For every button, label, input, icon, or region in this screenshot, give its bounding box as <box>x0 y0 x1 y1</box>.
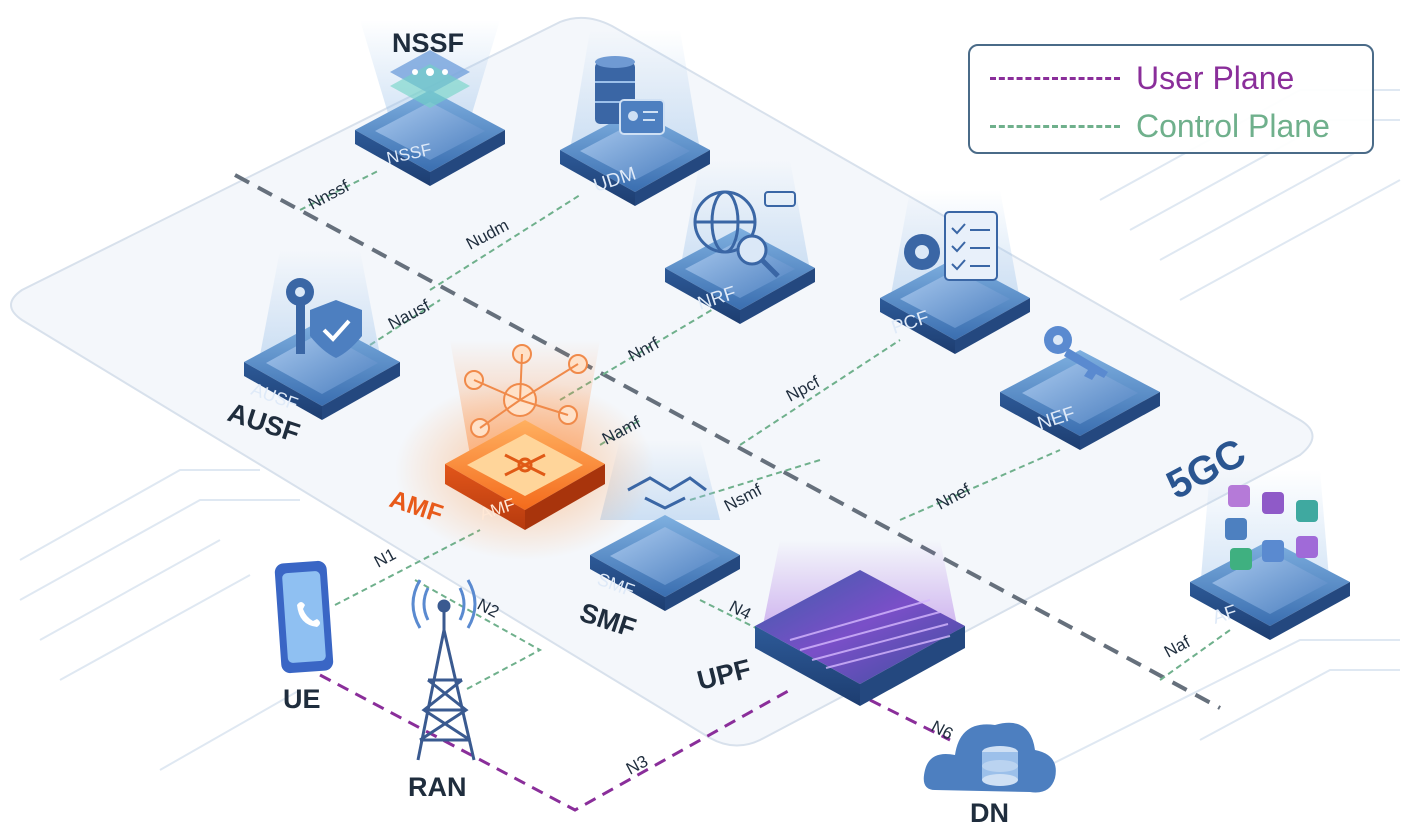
interface-n6: N6 <box>928 717 956 744</box>
control-plane-dash <box>990 124 1120 128</box>
dn-title: DN <box>970 798 1009 828</box>
legend-user-plane-label: User Plane <box>1136 59 1295 96</box>
legend-box: User Plane Control Plane <box>968 44 1374 154</box>
handshake-icon <box>627 476 707 510</box>
interface-n1: N1 <box>371 545 399 572</box>
udm-node[interactable]: UDM <box>560 56 710 206</box>
signal-waves-icon <box>411 579 477 629</box>
ausf-node[interactable]: AUSF <box>244 278 400 420</box>
ue-title: UE <box>283 684 321 714</box>
database-icon <box>982 746 1018 786</box>
ue-device[interactable] <box>274 560 334 674</box>
legend-control-plane: Control Plane <box>990 106 1330 146</box>
user-plane-dash <box>990 76 1120 80</box>
nef-node[interactable]: NEF <box>1000 326 1160 450</box>
nrf-node[interactable]: NRF <box>665 190 815 324</box>
user-network-icon <box>464 344 588 438</box>
legend-control-plane-label: Control Plane <box>1136 107 1330 144</box>
amf-hub-icon <box>504 453 546 477</box>
app-tiles-icon <box>1225 485 1318 570</box>
ran-tower[interactable] <box>411 579 477 761</box>
ran-title: RAN <box>408 772 467 802</box>
database-icon <box>595 56 665 135</box>
interface-naf: Naf <box>1161 632 1194 661</box>
nssf-title: NSSF <box>392 28 464 58</box>
globe-search-icon <box>693 190 796 278</box>
data-stream-icon <box>789 599 951 669</box>
nssf-node[interactable]: NSSF <box>355 50 505 186</box>
af-node[interactable]: AF <box>1190 485 1350 640</box>
core-boundary-line <box>234 173 1221 710</box>
upf-node[interactable] <box>755 570 965 706</box>
amf-node[interactable]: AMF <box>395 340 655 560</box>
network-slice-icon <box>390 50 470 108</box>
key-icon <box>1044 326 1108 380</box>
core-platform <box>10 16 1314 747</box>
user-plane-links <box>319 673 951 812</box>
dn-cloud[interactable] <box>923 722 1056 793</box>
legend-user-plane: User Plane <box>990 58 1294 98</box>
interface-n3: N3 <box>623 752 651 779</box>
pcf-node[interactable]: PCF <box>880 211 1030 354</box>
security-key-shield-icon <box>286 278 362 358</box>
smf-node[interactable]: SMF <box>590 476 740 611</box>
phone-call-icon <box>297 602 320 627</box>
policy-checklist-icon <box>904 211 998 281</box>
